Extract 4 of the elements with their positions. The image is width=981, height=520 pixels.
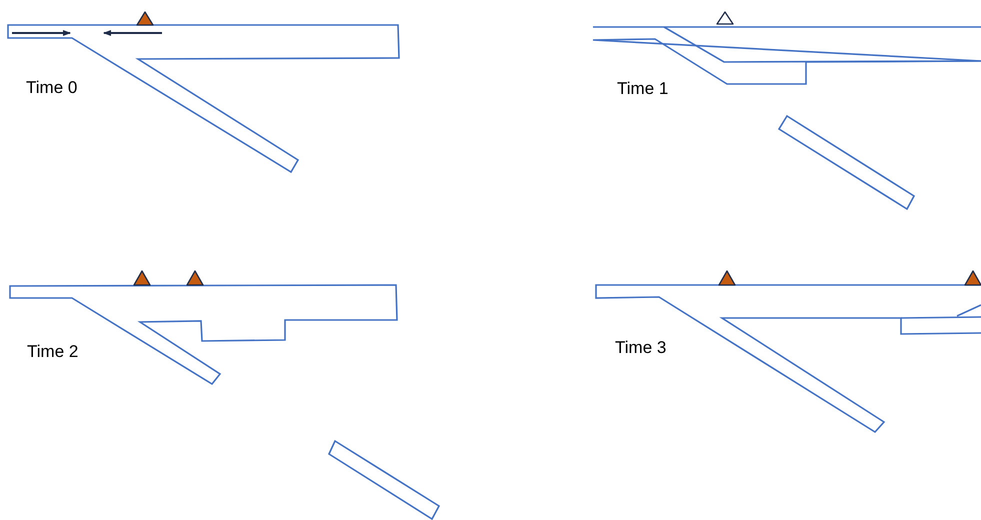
time-label: Time 3	[615, 338, 666, 358]
time-label: Time 0	[26, 78, 78, 98]
time-label: Time 2	[27, 342, 78, 362]
time-label: Time 1	[617, 79, 668, 99]
